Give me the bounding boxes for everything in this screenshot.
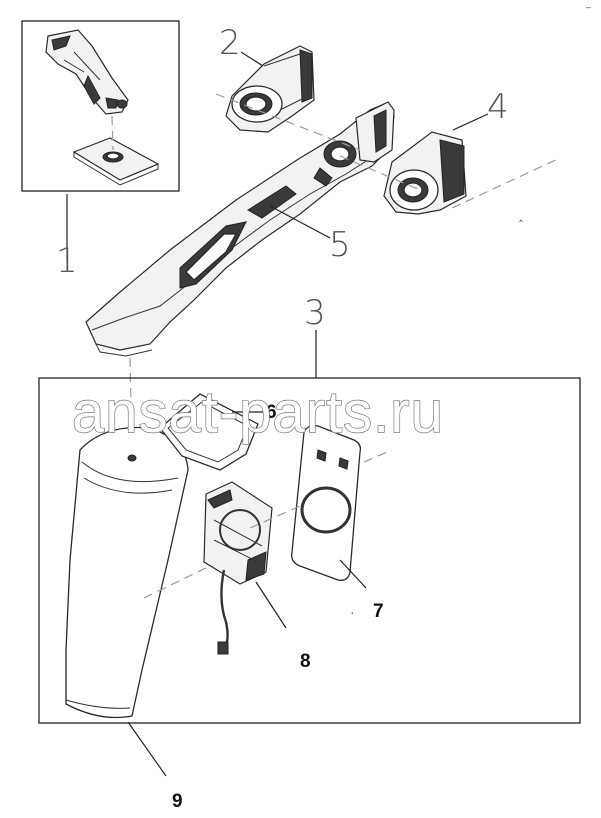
part-8-actuator[interactable]: 8 [203, 481, 311, 672]
callout-4: 4 [487, 87, 509, 127]
part-7-leader [339, 559, 367, 589]
part-3-group[interactable]: 3 [38, 293, 581, 724]
part-4-clip[interactable]: 4 [383, 87, 509, 215]
assembly-axes-bottom [143, 449, 393, 599]
callout-1: 1 [56, 241, 78, 281]
part-3-frame [38, 377, 581, 724]
callout-8: 8 [300, 651, 311, 672]
part-7-glass[interactable]: 7 · [291, 424, 384, 622]
part-5-arm[interactable]: 5 [85, 101, 395, 357]
part-8-leader [255, 581, 287, 629]
callout-9: 9 [172, 791, 183, 812]
part-6-seal[interactable]: 6 [159, 393, 277, 471]
callout-5: 5 [329, 225, 351, 265]
part-1-inset-frame [21, 20, 180, 192]
part-2-leader [240, 51, 264, 67]
part-2-clip[interactable]: 2 [219, 23, 315, 133]
callout-7: 7 [373, 601, 384, 622]
callout-2: 2 [219, 23, 241, 63]
part-5-leader [269, 205, 331, 239]
part-1-bracket[interactable] [45, 29, 129, 115]
part-9-housing[interactable]: 9 [65, 426, 189, 812]
watermark-text: ansat-parts.ru [72, 380, 444, 445]
part-1-axis [111, 115, 114, 151]
callout-3: 3 [304, 293, 326, 333]
part-4-leader [452, 113, 489, 131]
part-1-group[interactable]: 1 [21, 20, 180, 281]
corner-mark: – [586, 2, 591, 12]
callout-6: 6 [266, 402, 277, 423]
part-9-leader [127, 721, 167, 777]
svg-text:·: · [350, 604, 355, 620]
part-1-pad[interactable] [72, 137, 160, 186]
svg-text:‸: ‸ [519, 208, 523, 222]
